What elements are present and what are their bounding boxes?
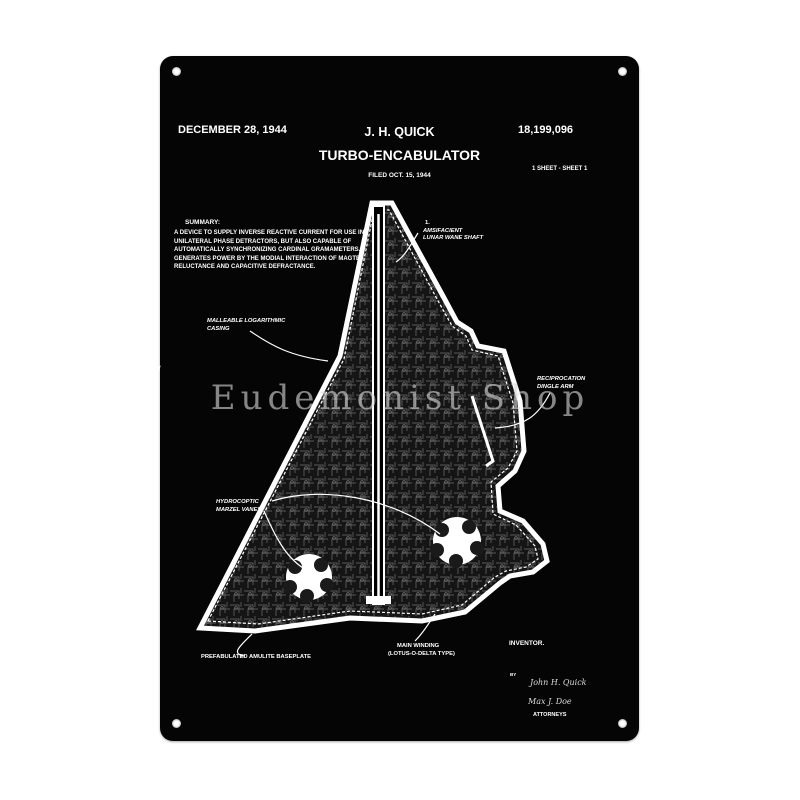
baseplate-label: PREFABULATED AMULITE BASEPLATE — [201, 654, 312, 660]
filed-date: FILED OCT. 15, 1944 — [368, 172, 431, 179]
arm-leader — [494, 392, 551, 429]
vanes-label-line2: MARZEL VANES — [216, 507, 262, 513]
shaft-label-line2: LUNAR WANE SHAFT — [423, 235, 484, 241]
mounting-hole-top-left — [172, 67, 181, 76]
inventor-label: INVENTOR. — [509, 640, 545, 647]
casing-label-line1: MALLEABLE LOGARITHMIC — [207, 318, 286, 324]
summary-heading: SUMMARY: — [185, 219, 221, 226]
inventor-name: J. H. QUICK — [364, 125, 435, 139]
shaft-label-line1: AMSIFACIENT — [423, 228, 463, 234]
attorneys-label: ATTORNEYS — [533, 712, 567, 718]
casing-leader — [249, 330, 329, 362]
sheet-info: 1 SHEET - SHEET 1 — [532, 166, 588, 172]
shaft-leader — [395, 232, 419, 263]
mounting-hole-bottom-right — [618, 719, 627, 728]
inventor-signature: John H. Quick — [530, 678, 587, 687]
marzel-vane-left — [283, 554, 334, 603]
attorney-signature: Max J. Doe — [528, 697, 572, 706]
winding-label-line2: (LOTUS-O-DELTA TYPE) — [388, 651, 455, 657]
baseplate-leader — [236, 633, 253, 657]
turbo-encabulator-drawing — [196, 200, 551, 657]
patent-number: 18,199,096 — [518, 124, 574, 136]
mounting-hole-bottom-left — [172, 719, 181, 728]
vanes-label-line1: HYDROCOPTIC — [216, 499, 259, 505]
winding-label-line1: MAIN WINDING — [397, 643, 440, 649]
casing-label-line2: CASING — [207, 326, 230, 332]
vanes-leader-right — [271, 493, 441, 535]
winding-leader — [414, 613, 436, 642]
dingle-arm — [470, 395, 495, 468]
patent-title: TURBO-ENCABULATOR — [318, 147, 481, 163]
by-label: BY — [510, 672, 517, 677]
patent-date: DECEMBER 28, 1944 — [178, 124, 287, 136]
arm-label-line1: RECIPROCATION — [537, 376, 586, 382]
vanes-leader-left — [263, 510, 304, 569]
summary-body: A DEVICE TO SUPPLY INVERSE REACTIVE CURR… — [174, 230, 370, 271]
arm-label-line2: DINGLE ARM — [537, 384, 574, 390]
mounting-hole-top-right — [618, 67, 627, 76]
part-number-label: 1. — [425, 220, 430, 226]
